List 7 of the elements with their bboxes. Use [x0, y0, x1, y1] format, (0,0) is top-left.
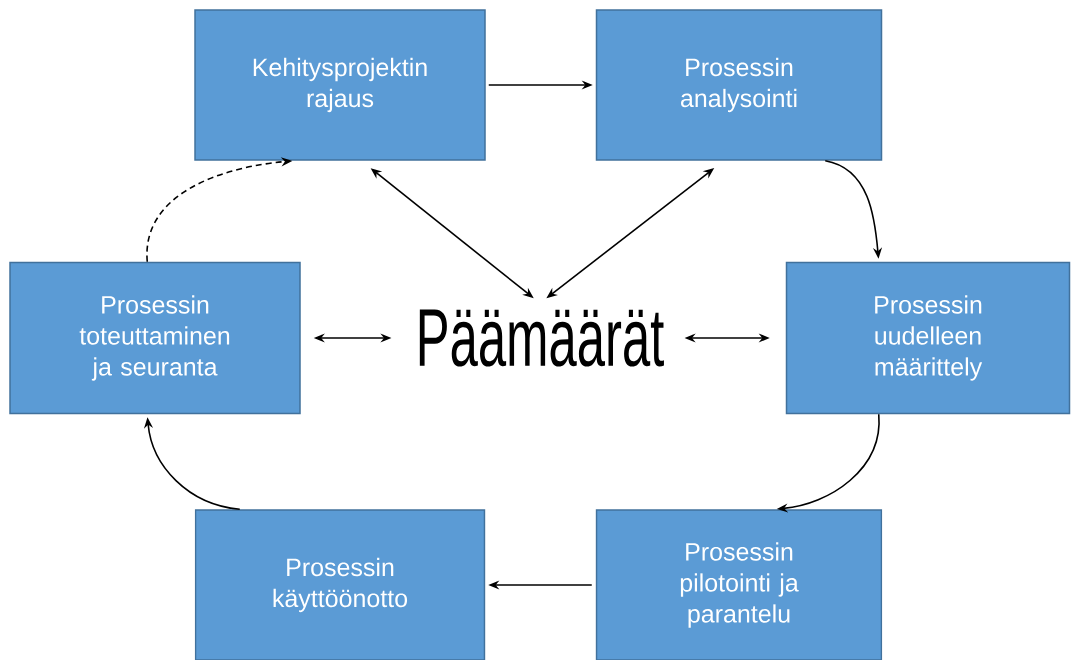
process-box: Prosessin käyttöönotto — [194, 509, 486, 660]
process-box: Prosessin pilotointi ja parantelu — [595, 509, 883, 660]
goal-text: Päämäärät — [419, 309, 664, 367]
process-box: Prosessin analysointi — [595, 9, 883, 161]
process-box: Prosessin uudelleen määrittely — [785, 261, 1071, 415]
process-box: Prosessin toteuttaminen ja seuranta — [9, 261, 301, 415]
process-box: Kehitysprojektin rajaus — [194, 9, 486, 161]
